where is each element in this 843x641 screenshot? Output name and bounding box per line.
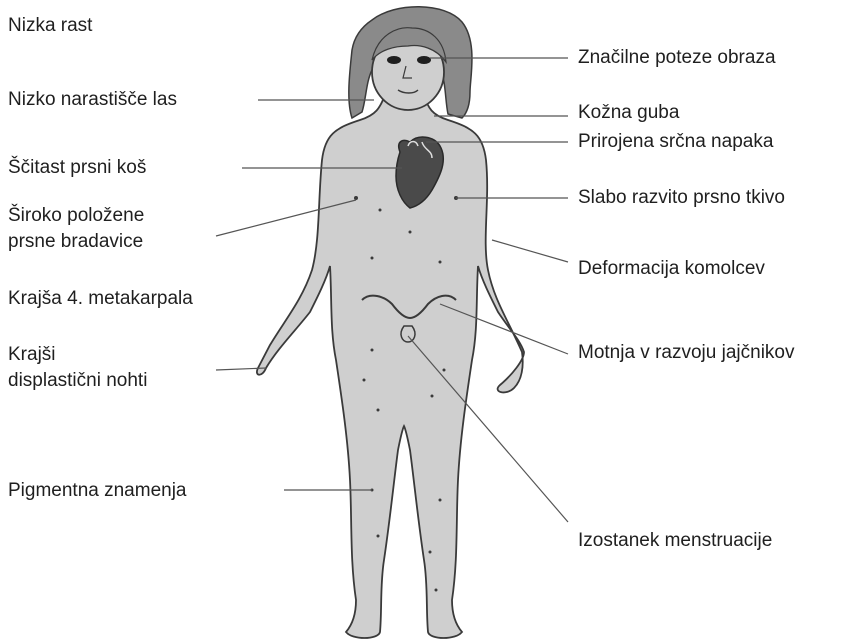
- pigment-spot: [439, 261, 442, 264]
- label-cubitus: Deformacija komolcev: [578, 256, 765, 282]
- leader-line: [492, 240, 568, 262]
- pigment-spot: [377, 409, 380, 412]
- pigment-spot: [431, 395, 434, 398]
- pigment-spot: [379, 209, 382, 212]
- left-nipple: [354, 196, 358, 200]
- label-pigment-nevi: Pigmentna znamenja: [8, 478, 187, 504]
- pigment-spot: [443, 369, 446, 372]
- right-eye: [417, 56, 431, 64]
- label-nails-line2: displastični nohti: [8, 368, 248, 394]
- label-amenorrhea: Izostanek menstruacije: [578, 528, 772, 554]
- pigment-spot: [439, 499, 442, 502]
- pigment-spot: [363, 379, 366, 382]
- label-heart-defect: Prirojena srčna napaka: [578, 129, 773, 155]
- label-nails-line1: Krajši: [8, 342, 248, 368]
- label-short-stature: Nizka rast: [8, 13, 92, 39]
- label-shield-chest: Ščitast prsni koš: [8, 155, 146, 181]
- left-eye: [387, 56, 401, 64]
- pigment-spot: [377, 535, 380, 538]
- label-low-hairline: Nizko narastišče las: [8, 87, 177, 113]
- label-skin-fold: Kožna guba: [578, 100, 679, 126]
- label-wide-nipples: Široko položene prsne bradavice: [8, 203, 248, 255]
- pigment-spot: [371, 257, 374, 260]
- label-nails: Krajši displastični nohti: [8, 342, 248, 394]
- label-wide-nipples-line2: prsne bradavice: [8, 229, 248, 255]
- pigment-spot: [409, 231, 412, 234]
- pigment-spot: [371, 349, 374, 352]
- label-ovarian: Motnja v razvoju jajčnikov: [578, 340, 794, 366]
- label-wide-nipples-line1: Široko položene: [8, 203, 248, 229]
- label-breast-tissue: Slabo razvito prsno tkivo: [578, 185, 785, 211]
- pigment-spot: [429, 551, 432, 554]
- label-facial-features: Značilne poteze obraza: [578, 45, 776, 71]
- body-silhouette: [257, 95, 524, 638]
- label-short-metacarpal: Krajša 4. metakarpala: [8, 286, 193, 312]
- pigment-spot: [435, 589, 438, 592]
